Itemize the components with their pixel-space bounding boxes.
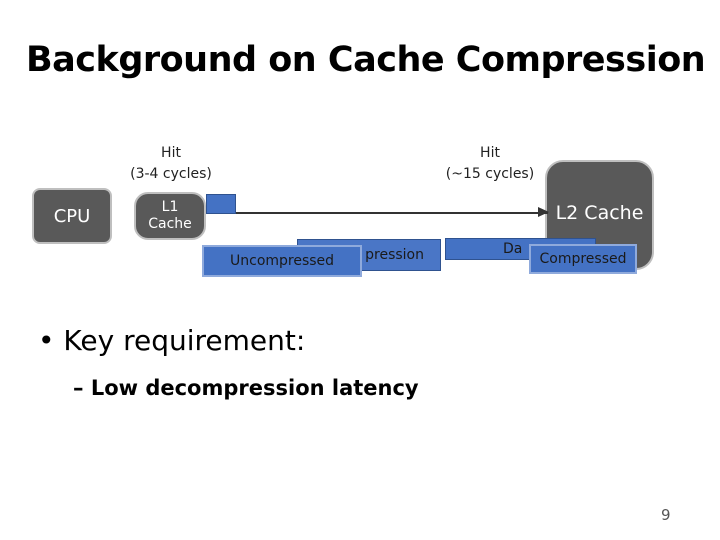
dash-icon: – (73, 376, 91, 400)
slide-title: Background on Cache Compression (26, 40, 706, 80)
compressed-block: Compressed (529, 244, 637, 274)
l1-to-l2-arrow (236, 212, 548, 214)
compressed-label: Compressed (539, 251, 627, 267)
l1-cache-label: L1 Cache (148, 199, 192, 232)
l1-cache-box: L1 Cache (134, 192, 206, 240)
decompression-label: pression (365, 247, 424, 263)
cpu-label: CPU (53, 205, 91, 227)
l2-hit-line1: Hit (480, 145, 500, 161)
l2-hit-label: Hit (~15 cycles) (444, 143, 536, 185)
l2-cache-label: L2 Cache (555, 202, 644, 224)
uncompressed-block: Uncompressed (202, 245, 362, 277)
l1-hit-line1: Hit (161, 145, 181, 161)
l1-hit-label: Hit (3-4 cycles) (128, 143, 214, 185)
data-label: Da (503, 241, 523, 257)
sub-bullet-latency: – Low decompression latency (73, 376, 419, 400)
l1-data-block (206, 194, 236, 214)
l1-hit-line2: (3-4 cycles) (130, 166, 212, 182)
uncompressed-label: Uncompressed (230, 253, 335, 269)
bullet-dot-icon: • (38, 324, 64, 357)
cpu-box: CPU (32, 188, 112, 244)
sub-bullet-text: Low decompression latency (90, 376, 419, 400)
bullet-text: Key requirement: (63, 324, 306, 357)
arrow-head-icon (538, 207, 549, 217)
bullet-key-requirement: • Key requirement: (38, 324, 305, 357)
l2-hit-line2: (~15 cycles) (445, 166, 535, 182)
page-number: 9 (661, 506, 671, 524)
